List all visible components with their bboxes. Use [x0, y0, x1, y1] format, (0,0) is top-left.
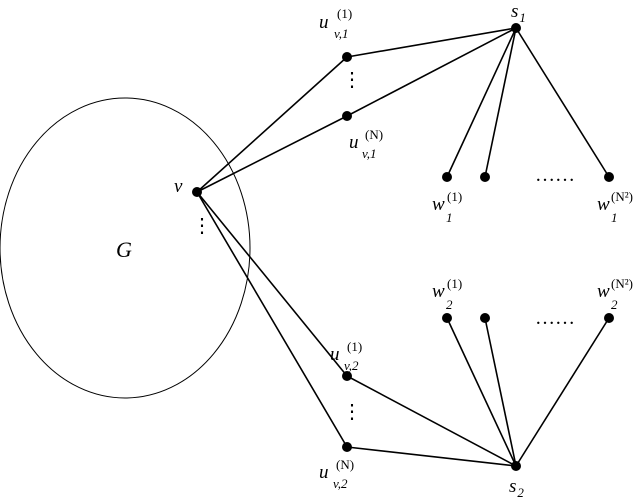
- edge-s1-w12: [484, 27, 517, 178]
- label-v: v: [174, 176, 183, 197]
- label-u1N-sub: v,1: [362, 146, 377, 161]
- hdots-bottom: ……: [535, 307, 575, 329]
- label-u11-main: u: [319, 12, 329, 33]
- node-w1N2: [604, 172, 614, 182]
- label-u2N-main: u: [319, 462, 329, 483]
- edge-u21-s2: [346, 375, 517, 467]
- label-w1N2-sup: (N²): [611, 189, 633, 204]
- label-w1N2-sub: 1: [611, 210, 618, 225]
- nodes: [192, 23, 614, 471]
- label-s2-main: s: [509, 476, 516, 497]
- label-u11-sub: v,1: [334, 26, 349, 41]
- node-w22: [480, 313, 490, 323]
- edge-u11-s1: [346, 27, 517, 58]
- vdots-bottom: ⋮: [342, 401, 362, 423]
- label-w2N2-sup: (N²): [611, 276, 633, 291]
- edge-v-u1N: [196, 115, 348, 193]
- node-w11: [442, 172, 452, 182]
- label-u11-sup: (1): [337, 6, 352, 21]
- edge-v-u11: [196, 56, 348, 193]
- edge-u1N-s1: [346, 27, 517, 117]
- edge-v-u2N: [196, 191, 348, 448]
- edge-s2-w22: [484, 317, 517, 467]
- label-g: G: [116, 237, 132, 262]
- label-u2N-sup: (N): [336, 457, 354, 472]
- label-w2N2-main: w: [597, 281, 610, 302]
- label-w11-main: w: [432, 194, 445, 215]
- node-u11: [342, 52, 352, 62]
- node-s2: [511, 461, 521, 471]
- edge-s2-w21: [446, 317, 517, 467]
- label-u21-sup: (1): [347, 339, 362, 354]
- graph-g-ellipse: [0, 97, 251, 399]
- edge-s2-w2N2: [515, 317, 610, 467]
- edge-u2N-s2: [346, 446, 517, 467]
- label-u1N-sup: (N): [365, 127, 383, 142]
- label-w21-main: w: [432, 281, 445, 302]
- node-s1: [511, 23, 521, 33]
- node-u1N: [342, 111, 352, 121]
- hdots-top: ……: [535, 164, 575, 186]
- label-s2: s2: [509, 476, 524, 497]
- label-w11-sup: (1): [447, 189, 462, 204]
- label-s1: s1: [511, 1, 526, 25]
- label-s2-sub: 2: [517, 485, 524, 497]
- label-w1N2-main: w: [597, 194, 610, 215]
- label-w11-sub: 1: [446, 210, 453, 225]
- label-s1-sub: 1: [519, 10, 526, 25]
- vdots-v: ⋮: [192, 215, 212, 237]
- label-w21-sup: (1): [447, 276, 462, 291]
- edge-s1-w11: [446, 27, 517, 178]
- vdots-top: ⋮: [342, 69, 362, 91]
- edges: [196, 27, 610, 467]
- node-v: [192, 187, 202, 197]
- node-w2N2: [604, 313, 614, 323]
- label-s1-main: s: [511, 1, 518, 22]
- label-u21-sub: v,2: [344, 358, 359, 373]
- edge-s1-w1N2: [515, 27, 610, 178]
- label-w2N2-sub: 2: [611, 297, 618, 312]
- label-u2N-sub: v,2: [333, 476, 348, 491]
- edge-v-u21: [196, 191, 348, 377]
- label-w21-sub: 2: [446, 297, 453, 312]
- node-w12: [480, 172, 490, 182]
- node-u21: [342, 371, 352, 381]
- node-u2N: [342, 442, 352, 452]
- label-u1N-main: u: [349, 132, 359, 153]
- node-w21: [442, 313, 452, 323]
- label-u21-main: u: [330, 344, 340, 365]
